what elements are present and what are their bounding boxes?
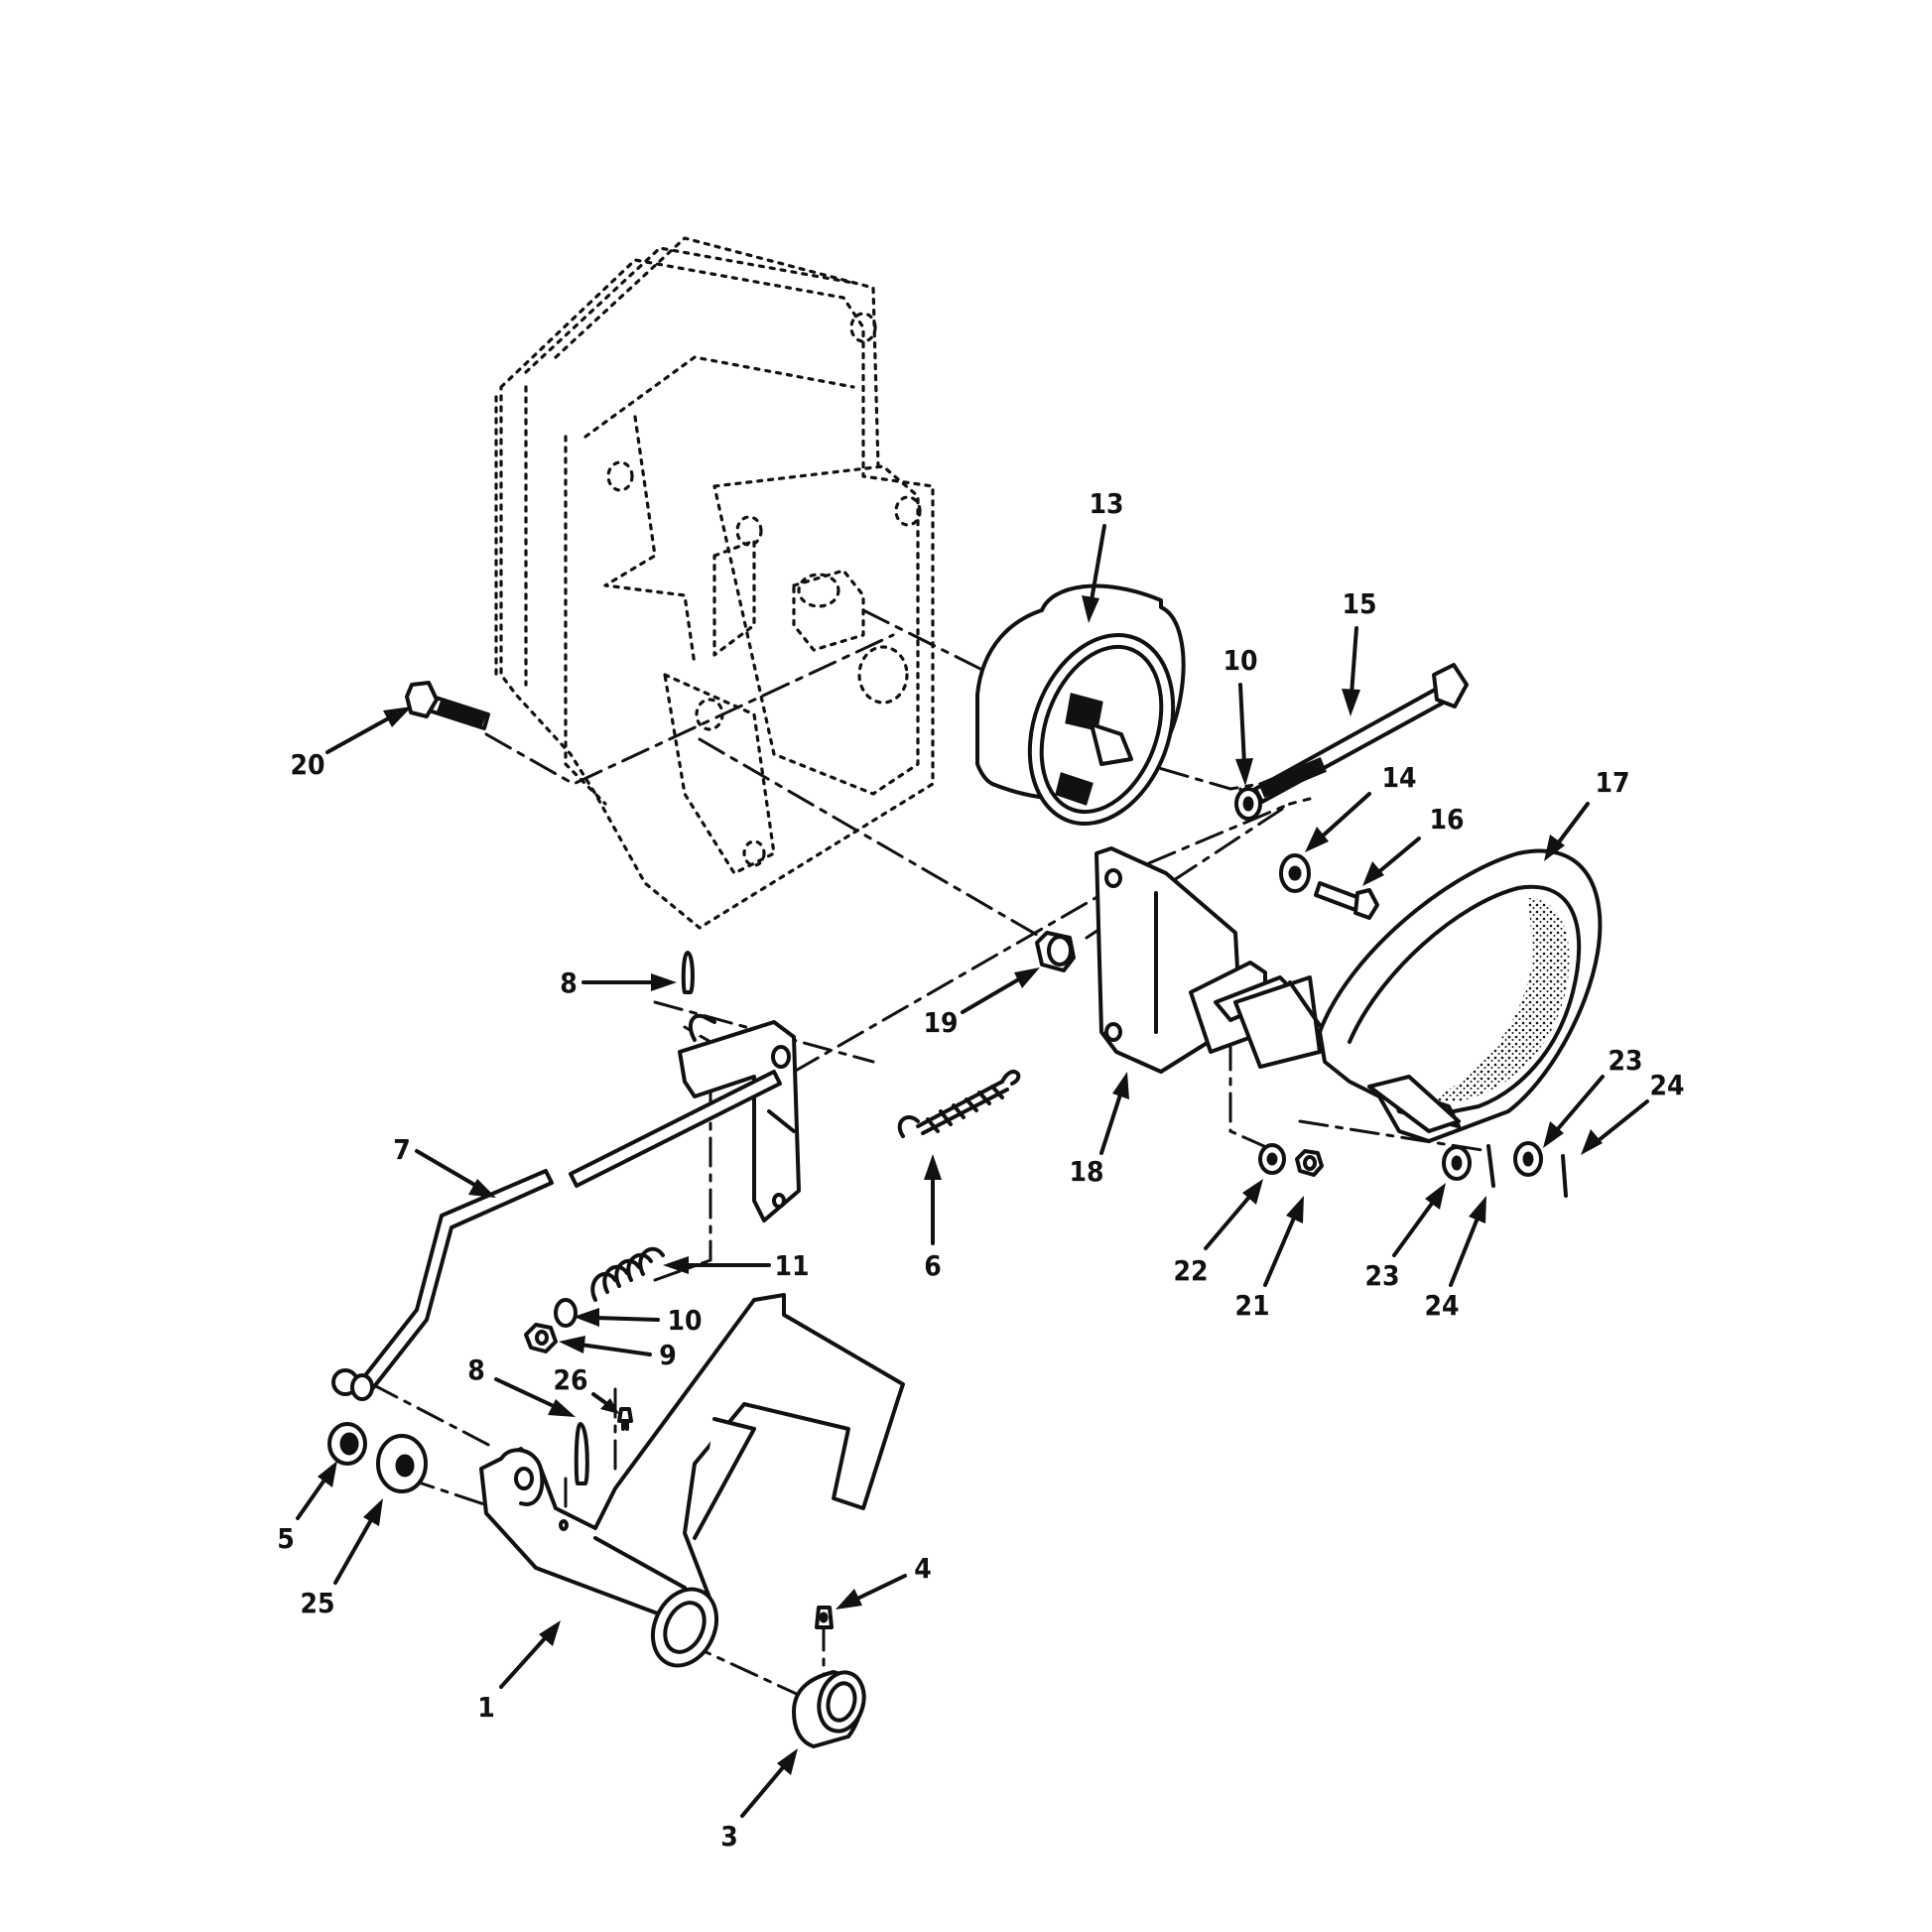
compression-spring <box>590 1246 665 1302</box>
callout-label-11: 11 <box>774 1249 809 1282</box>
callout-10-upper: 10 <box>1223 644 1258 786</box>
callout-9: 9 <box>559 1336 677 1371</box>
callout-11: 11 <box>663 1249 810 1282</box>
callout-10-lower: 10 <box>574 1304 703 1337</box>
callout-15: 15 <box>1342 587 1377 716</box>
callout-7: 7 <box>393 1133 496 1198</box>
washer-14 <box>1279 853 1311 893</box>
callout-23-lower: 23 <box>1364 1183 1446 1292</box>
callout-label-5: 5 <box>277 1522 295 1555</box>
callout-label-15: 15 <box>1342 587 1376 620</box>
callout-23-upper: 23 <box>1543 1044 1643 1148</box>
brake-drum <box>975 583 1186 826</box>
callouts: 13 15 10 14 16 17 <box>277 487 1684 1853</box>
callout-label-18: 18 <box>1069 1155 1103 1188</box>
pedal-arm <box>479 1293 905 1668</box>
cotter-pin-8-upper <box>681 951 695 994</box>
bracket-18 <box>1095 846 1337 1074</box>
collar-3 <box>792 1670 866 1748</box>
callout-16: 16 <box>1362 803 1465 886</box>
washer-upper <box>1234 787 1262 821</box>
callout-label-19: 19 <box>923 1006 958 1039</box>
washer-25 <box>376 1434 428 1493</box>
callout-label-24-lower: 24 <box>1424 1289 1459 1322</box>
callout-label-3: 3 <box>720 1820 738 1853</box>
brake-band <box>1318 848 1603 1143</box>
callout-label-23-lower: 23 <box>1364 1259 1399 1292</box>
callout-3: 3 <box>720 1748 798 1853</box>
callout-label-14: 14 <box>1381 761 1416 794</box>
callout-24-lower: 24 <box>1424 1196 1486 1322</box>
callout-25: 25 <box>300 1498 383 1619</box>
callout-17: 17 <box>1544 766 1630 861</box>
callout-13: 13 <box>1082 487 1124 623</box>
rod-7 <box>331 1070 782 1401</box>
callout-22: 22 <box>1173 1179 1263 1287</box>
callout-label-17: 17 <box>1595 766 1629 799</box>
callout-21: 21 <box>1234 1196 1304 1322</box>
callout-6: 6 <box>924 1154 942 1282</box>
lever-bracket <box>678 1013 801 1223</box>
callout-label-26: 26 <box>553 1363 587 1396</box>
callout-label-22: 22 <box>1173 1254 1208 1287</box>
nut-19 <box>1035 931 1076 972</box>
washer-23-right <box>1513 1141 1543 1177</box>
callout-5: 5 <box>277 1461 337 1555</box>
washer-22 <box>1258 1143 1286 1175</box>
engine-housing-outline <box>494 236 935 930</box>
callout-label-1: 1 <box>477 1691 495 1724</box>
washer-23-left <box>1442 1145 1472 1181</box>
callout-26: 26 <box>553 1363 619 1414</box>
callout-label-9: 9 <box>659 1339 677 1371</box>
washer-5 <box>327 1422 367 1466</box>
callout-label-10-lower: 10 <box>667 1304 702 1337</box>
callout-label-4: 4 <box>914 1552 932 1585</box>
callout-19: 19 <box>923 967 1040 1039</box>
cotter-pin-24-left <box>1486 1144 1495 1188</box>
callout-label-13: 13 <box>1089 487 1123 520</box>
callout-24-upper: 24 <box>1581 1069 1685 1155</box>
nut-21 <box>1295 1149 1324 1177</box>
extension-spring <box>897 1070 1021 1138</box>
callout-14: 14 <box>1305 761 1417 852</box>
callout-18: 18 <box>1069 1072 1129 1188</box>
callout-8-lower: 8 <box>467 1353 576 1417</box>
callout-label-10-upper: 10 <box>1223 644 1257 677</box>
nut-9 <box>524 1323 558 1353</box>
callout-20: 20 <box>290 707 412 781</box>
callout-label-6: 6 <box>924 1249 942 1282</box>
callout-label-23-upper: 23 <box>1608 1044 1642 1077</box>
screw-16 <box>1314 881 1379 920</box>
grease-fitting-26 <box>617 1407 633 1431</box>
callout-label-20: 20 <box>290 748 324 781</box>
callout-8-upper: 8 <box>560 966 677 999</box>
bolt-20 <box>405 681 490 730</box>
cotter-pin-8-lower <box>574 1422 589 1485</box>
long-bolt <box>1253 663 1469 804</box>
callout-label-7: 7 <box>393 1133 411 1166</box>
callout-label-24-upper: 24 <box>1649 1069 1684 1101</box>
callout-label-21: 21 <box>1234 1289 1269 1322</box>
washer-10-lower <box>554 1298 578 1328</box>
set-screw-4 <box>815 1606 834 1629</box>
callout-label-8-lower: 8 <box>467 1353 485 1386</box>
cotter-pin-24-right <box>1561 1154 1568 1198</box>
callout-label-16: 16 <box>1429 803 1464 836</box>
callout-1: 1 <box>477 1620 561 1724</box>
callout-label-8-upper: 8 <box>560 966 578 999</box>
callout-label-25: 25 <box>300 1587 334 1619</box>
callout-4: 4 <box>836 1552 932 1610</box>
